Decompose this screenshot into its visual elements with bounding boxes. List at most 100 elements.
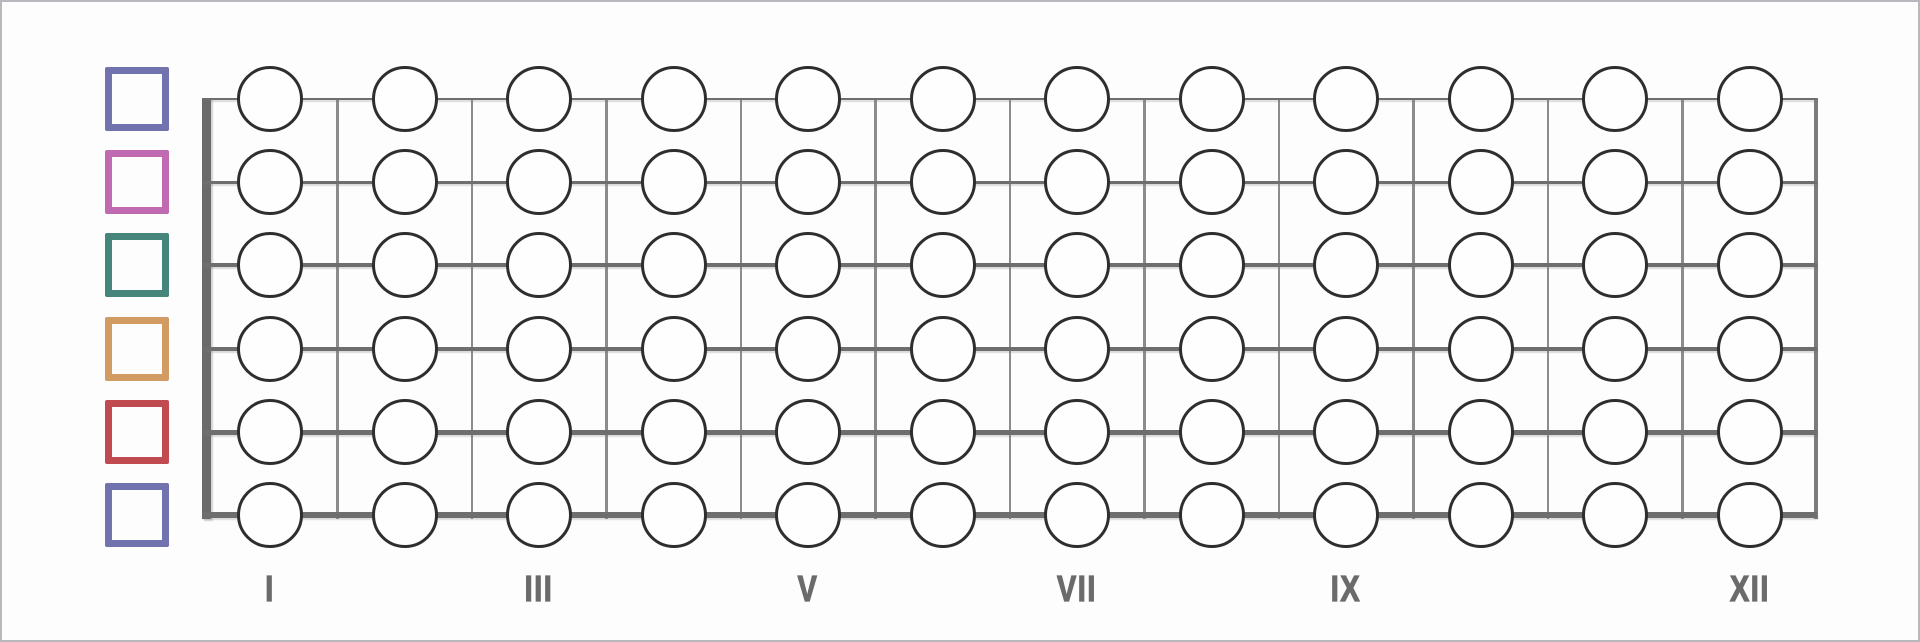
- note-circle-s5-f5[interactable]: [775, 399, 841, 465]
- note-circle-s4-f7[interactable]: [1044, 316, 1110, 382]
- note-circle-s6-f12[interactable]: [1716, 482, 1783, 548]
- note-circle-s6-f7[interactable]: [1044, 482, 1110, 548]
- string-line-3: [202, 263, 1817, 267]
- note-circle-s3-f2[interactable]: [371, 232, 438, 298]
- fret-line: [470, 98, 473, 519]
- fret-marker-9: IX: [1330, 567, 1362, 609]
- string-line-5: [202, 429, 1817, 435]
- note-circle-s3-f8[interactable]: [1178, 232, 1245, 298]
- fret-line: [739, 98, 742, 519]
- note-circle-s4-f1[interactable]: [237, 316, 303, 382]
- note-circle-s3-f4[interactable]: [640, 232, 707, 298]
- fret-marker-3: III: [524, 567, 554, 609]
- note-circle-s3-f6[interactable]: [909, 232, 976, 298]
- fret-line: [605, 98, 608, 519]
- note-circle-s5-f7[interactable]: [1044, 399, 1110, 465]
- note-circle-s1-f5[interactable]: [775, 66, 841, 132]
- note-circle-s4-f8[interactable]: [1178, 316, 1245, 382]
- note-circle-s3-f1[interactable]: [237, 232, 303, 298]
- note-circle-s6-f2[interactable]: [371, 482, 438, 548]
- note-circle-s1-f9[interactable]: [1313, 66, 1379, 132]
- note-circle-s2-f12[interactable]: [1716, 149, 1783, 215]
- note-circle-s1-f4[interactable]: [640, 66, 707, 132]
- note-circle-s2-f10[interactable]: [1447, 149, 1514, 215]
- fret-line: [1681, 98, 1684, 519]
- note-circle-s2-f9[interactable]: [1313, 149, 1379, 215]
- note-circle-s2-f7[interactable]: [1044, 149, 1110, 215]
- note-circle-s2-f4[interactable]: [640, 149, 707, 215]
- note-circle-s4-f4[interactable]: [640, 316, 707, 382]
- note-circle-s6-f11[interactable]: [1582, 482, 1648, 548]
- note-circle-s3-f3[interactable]: [506, 232, 572, 298]
- note-circle-s6-f9[interactable]: [1313, 482, 1379, 548]
- string-toggle-3[interactable]: [105, 233, 169, 297]
- note-circle-s5-f12[interactable]: [1716, 399, 1783, 465]
- note-circle-s5-f2[interactable]: [371, 399, 438, 465]
- note-circle-s3-f12[interactable]: [1716, 232, 1783, 298]
- string-line-2: [202, 180, 1817, 184]
- fret-line: [1277, 98, 1280, 519]
- note-circle-s4-f11[interactable]: [1582, 316, 1648, 382]
- note-circle-s2-f6[interactable]: [909, 149, 976, 215]
- note-circle-s6-f5[interactable]: [775, 482, 841, 548]
- fret-line: [336, 98, 339, 519]
- board-right-edge: [1814, 98, 1818, 519]
- note-circle-s5-f4[interactable]: [640, 399, 707, 465]
- note-circle-s4-f3[interactable]: [506, 316, 572, 382]
- note-circle-s2-f11[interactable]: [1582, 149, 1648, 215]
- note-circle-s6-f10[interactable]: [1447, 482, 1514, 548]
- string-toggle-6[interactable]: [105, 483, 169, 547]
- note-circle-s6-f6[interactable]: [909, 482, 976, 548]
- note-circle-s1-f10[interactable]: [1447, 66, 1514, 132]
- string-line-1: [202, 97, 1817, 101]
- note-circle-s6-f1[interactable]: [237, 482, 303, 548]
- note-circle-s4-f9[interactable]: [1313, 316, 1379, 382]
- string-toggle-2[interactable]: [105, 150, 169, 214]
- note-circle-s3-f10[interactable]: [1447, 232, 1514, 298]
- note-circle-s1-f3[interactable]: [506, 66, 572, 132]
- note-circle-s1-f7[interactable]: [1044, 66, 1110, 132]
- note-circle-s4-f12[interactable]: [1716, 316, 1783, 382]
- fret-line: [1143, 98, 1146, 519]
- note-circle-s1-f2[interactable]: [371, 66, 438, 132]
- nut: [202, 98, 211, 519]
- note-circle-s5-f1[interactable]: [237, 399, 303, 465]
- string-toggle-1[interactable]: [105, 67, 169, 131]
- note-circle-s2-f1[interactable]: [237, 149, 303, 215]
- note-circle-s6-f8[interactable]: [1178, 482, 1245, 548]
- note-circle-s2-f8[interactable]: [1178, 149, 1245, 215]
- note-circle-s1-f11[interactable]: [1582, 66, 1648, 132]
- note-circle-s1-f6[interactable]: [909, 66, 976, 132]
- note-circle-s1-f1[interactable]: [237, 66, 303, 132]
- note-circle-s4-f10[interactable]: [1447, 316, 1514, 382]
- note-circle-s1-f8[interactable]: [1178, 66, 1245, 132]
- note-circle-s5-f10[interactable]: [1447, 399, 1514, 465]
- string-toggle-5[interactable]: [105, 400, 169, 464]
- string-line-6: [202, 511, 1817, 519]
- note-circle-s2-f3[interactable]: [506, 149, 572, 215]
- fret-marker-1: I: [265, 567, 275, 609]
- note-circle-s5-f9[interactable]: [1313, 399, 1379, 465]
- note-circle-s3-f11[interactable]: [1582, 232, 1648, 298]
- fret-marker-12: XII: [1729, 567, 1770, 609]
- note-circle-s4-f6[interactable]: [909, 316, 976, 382]
- note-circle-s5-f6[interactable]: [909, 399, 976, 465]
- fret-line: [1412, 98, 1415, 519]
- note-circle-s1-f12[interactable]: [1716, 66, 1783, 132]
- note-circle-s2-f5[interactable]: [775, 149, 841, 215]
- note-circle-s5-f11[interactable]: [1582, 399, 1648, 465]
- note-circle-s4-f5[interactable]: [775, 316, 841, 382]
- note-circle-s5-f8[interactable]: [1178, 399, 1245, 465]
- note-circle-s2-f2[interactable]: [371, 149, 438, 215]
- note-circle-s3-f5[interactable]: [775, 232, 841, 298]
- note-circle-s3-f7[interactable]: [1044, 232, 1110, 298]
- fret-marker-5: V: [797, 567, 819, 609]
- string-toggle-4[interactable]: [105, 317, 169, 381]
- note-circle-s3-f9[interactable]: [1313, 232, 1379, 298]
- note-circle-s4-f2[interactable]: [371, 316, 438, 382]
- note-circle-s5-f3[interactable]: [506, 399, 572, 465]
- note-circle-s6-f4[interactable]: [640, 482, 707, 548]
- fret-line: [874, 98, 877, 519]
- note-circle-s6-f3[interactable]: [506, 482, 572, 548]
